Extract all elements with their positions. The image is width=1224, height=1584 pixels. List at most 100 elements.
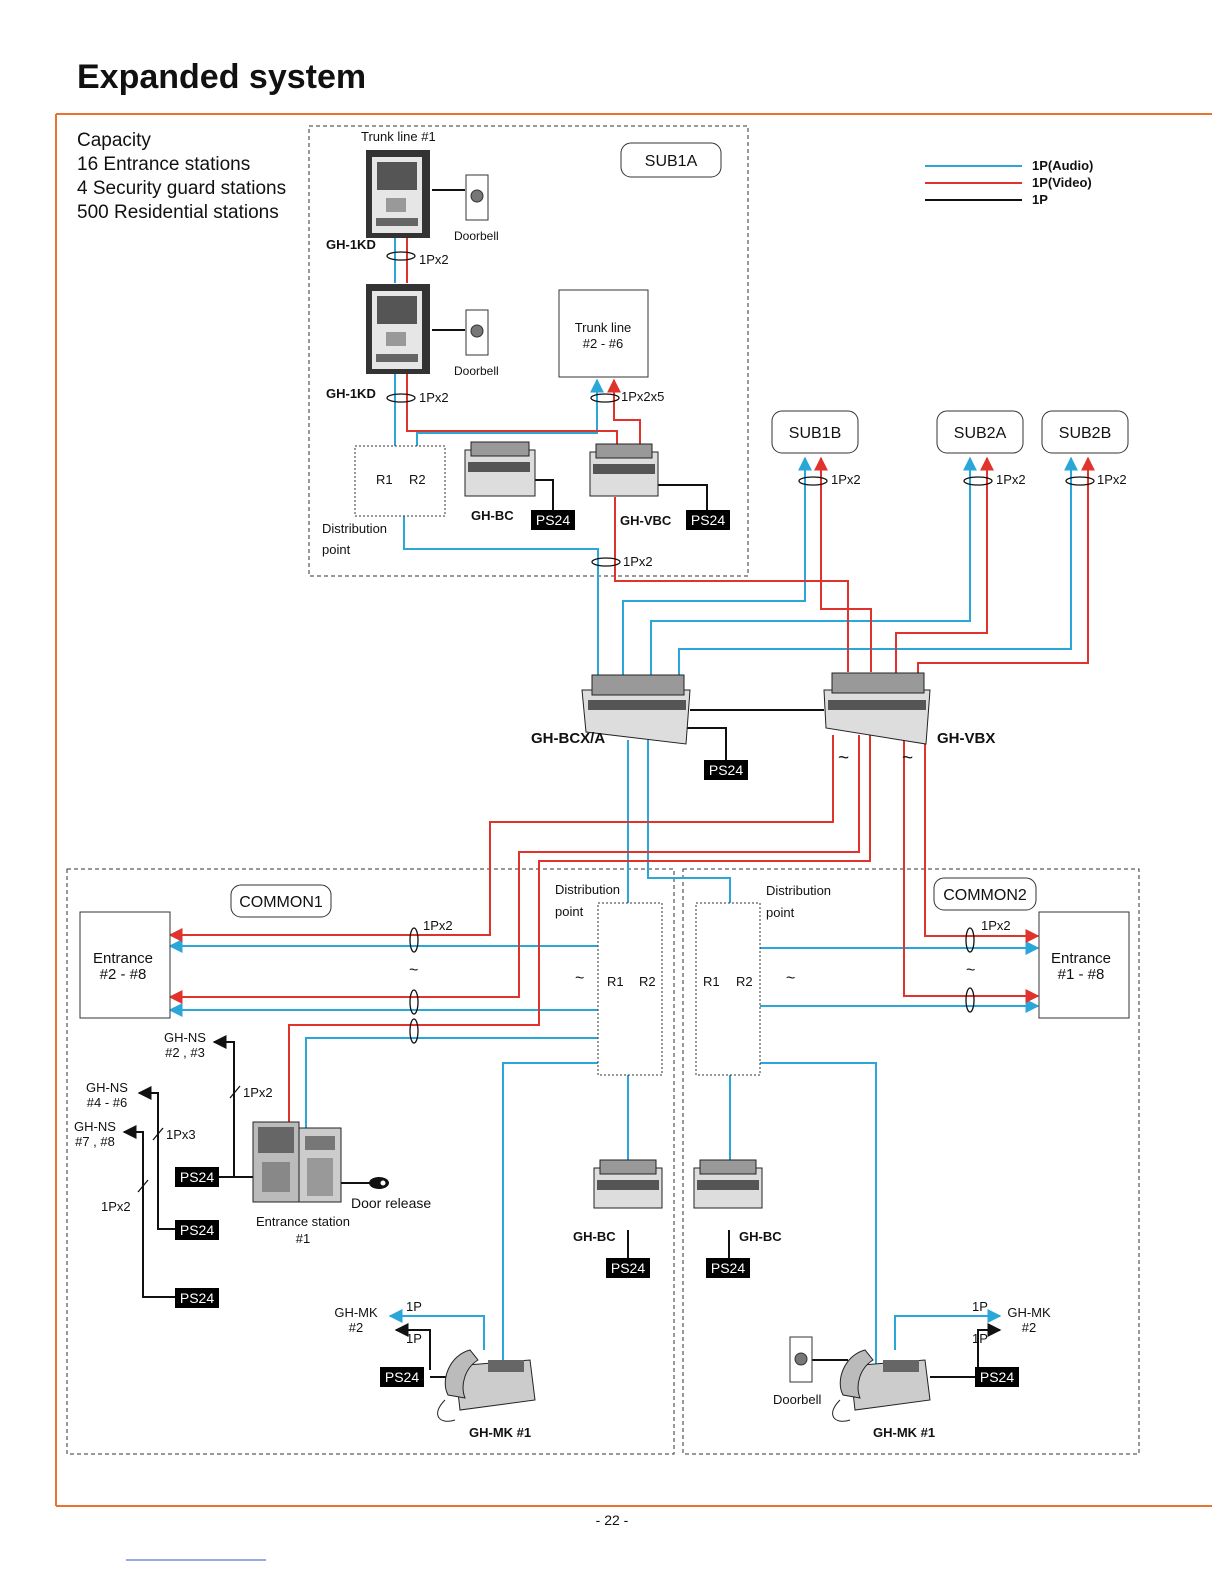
legend-video-label: 1P(Video) [1032, 175, 1092, 190]
ps24-label: PS24 [536, 512, 570, 528]
capacity-heading: Capacity [77, 130, 151, 151]
ns-cable-1: 1Px2 [243, 1085, 273, 1100]
squiggle-5: ~ [838, 748, 849, 769]
ps24-label: PS24 [691, 512, 725, 528]
bus-controller-icon [464, 441, 536, 497]
ps24-label: PS24 [709, 762, 743, 778]
common2-entrance-line2: #1 - #8 [1058, 966, 1105, 983]
ns-cable-3: 1Px2 [101, 1199, 131, 1214]
ns2-line2: #4 - #6 [87, 1095, 127, 1110]
doorbell-icon [465, 309, 489, 356]
sub2a-box [936, 410, 1024, 454]
sub1a-cable-3: 1Px2 [623, 554, 653, 569]
ps24-label: PS24 [180, 1169, 214, 1185]
sub1a-r2: R2 [409, 472, 426, 487]
page-frame [55, 113, 1212, 1507]
expansion-bus-controller-icon [581, 674, 691, 745]
audio-wires [168, 236, 1078, 1380]
gh-bcx-label: GH-BCX/A [531, 730, 605, 747]
sub1a-r1: R1 [376, 472, 393, 487]
common1-mk2-line1: GH-MK [334, 1305, 378, 1320]
ps24-label: PS24 [980, 1369, 1014, 1385]
common1-mk2-line2: #2 [349, 1320, 363, 1335]
sub1b-box [771, 410, 859, 454]
common1-cable: 1Px2 [423, 918, 453, 933]
ps24-common1-mk [380, 1367, 424, 1387]
trunk-line-1-label: Trunk line #1 [361, 129, 436, 144]
master-station-phone-icon [437, 1349, 536, 1422]
doorbell-label-2: Doorbell [454, 364, 499, 378]
entrance-station-line2: #1 [296, 1231, 310, 1246]
common1-mk-1p-a: 1P [406, 1299, 422, 1314]
common1-mk-1p-b: 1P [406, 1331, 422, 1346]
ns3-line1: GH-NS [74, 1119, 116, 1134]
sub1a-cable-1: 1Px2 [419, 252, 449, 267]
ps24-ns-1 [175, 1167, 219, 1187]
sub1a-dist-label-1: Distribution [322, 521, 387, 536]
page-number: - 22 - [595, 1512, 629, 1528]
master-station-phone-icon [832, 1349, 931, 1422]
capacity-guard: 4 Security guard stations [77, 178, 286, 199]
sub1a-distribution-point [354, 445, 446, 517]
common1-mk1-label: GH-MK #1 [469, 1425, 531, 1440]
squiggle-1: ~ [409, 962, 418, 979]
common2-cable: 1Px2 [981, 918, 1011, 933]
video-wires [168, 236, 1095, 1130]
bus-controller-icon [593, 1159, 663, 1209]
common2-region [682, 868, 1140, 1455]
common2-entrance-box [1038, 911, 1130, 1019]
squiggle-4: ~ [966, 962, 975, 979]
ps24-label: PS24 [711, 1260, 745, 1276]
cable-ties [137, 251, 1095, 1193]
ps24-label: PS24 [611, 1260, 645, 1276]
page-title: Expanded system [77, 58, 367, 96]
entrance-station-line1: Entrance station [256, 1214, 350, 1229]
entrance-station-icon [252, 1121, 342, 1203]
common2-mk2-line2: #2 [1022, 1320, 1036, 1335]
sub1b-cable: 1Px2 [831, 472, 861, 487]
squiggle-2: ~ [575, 970, 584, 987]
common2-r1: R1 [703, 974, 720, 989]
squiggle-3: ~ [786, 970, 795, 987]
common1-r2: R2 [639, 974, 656, 989]
ps24-common2-mk [975, 1367, 1019, 1387]
common2-bc-label: GH-BC [739, 1229, 782, 1244]
sub2b-box [1041, 410, 1129, 454]
door-release-icon [369, 1177, 389, 1189]
video-expansion-controller-icon [823, 672, 931, 745]
sub2a-cable: 1Px2 [996, 472, 1026, 487]
trunk-line-box-line2: #2 - #6 [583, 336, 623, 351]
bus-controller-icon [693, 1159, 763, 1209]
sub1a-box [620, 142, 722, 178]
legend: 1P(Audio) 1P(Video) 1P [925, 158, 1093, 207]
ps24-sub1a-vbc [686, 510, 730, 530]
legend-audio-label: 1P(Audio) [1032, 158, 1093, 173]
common1-r1: R1 [607, 974, 624, 989]
doorbell-icon [465, 174, 489, 221]
common1-dist-label-1: Distribution [555, 882, 620, 897]
sub2b-cable: 1Px2 [1097, 472, 1127, 487]
gh-1kd-label-2: GH-1KD [326, 386, 376, 401]
ps24-label: PS24 [180, 1290, 214, 1306]
common1-bc-label: GH-BC [573, 1229, 616, 1244]
capacity-residential: 500 Residential stations [77, 202, 279, 223]
trunk-line-box-line1: Trunk line [575, 320, 632, 335]
common2-box [933, 877, 1037, 911]
ns3-line2: #7 , #8 [75, 1134, 115, 1149]
common1-distribution-point [597, 902, 663, 1076]
trunk-line-box [558, 289, 649, 378]
ps24-common2-bc [706, 1258, 750, 1278]
sub1a-title: SUB1A [645, 153, 698, 170]
doorbell-label-1: Doorbell [454, 229, 499, 243]
sub1a-dist-label-2: point [322, 542, 351, 557]
common1-title: COMMON1 [239, 894, 323, 911]
common2-mk-1p-a: 1P [972, 1299, 988, 1314]
squiggle-6: ~ [902, 748, 913, 769]
common2-doorbell-label: Doorbell [773, 1392, 822, 1407]
common1-entrance-line1: Entrance [93, 950, 153, 967]
common2-r2: R2 [736, 974, 753, 989]
ps24-label: PS24 [180, 1222, 214, 1238]
common1-dist-label-2: point [555, 904, 584, 919]
ps24-ns-3 [175, 1288, 219, 1308]
sub1a-cable-1px2x5: 1Px2x5 [621, 389, 664, 404]
